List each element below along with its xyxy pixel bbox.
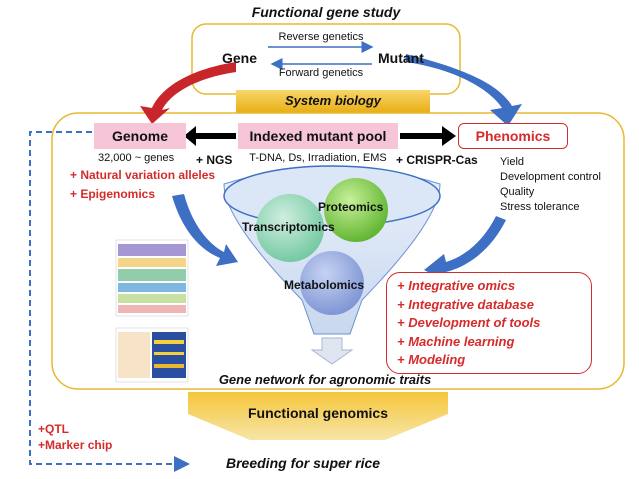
gene-network-label: Gene network for agronomic traits: [218, 372, 432, 387]
mutant-label: Mutant: [378, 50, 424, 66]
phenomics-traits: Yield Development control Quality Stress…: [500, 155, 601, 215]
machine-learning: + Machine learning: [397, 333, 515, 349]
genome-label: Genome: [111, 128, 168, 144]
integrative-database: + Integrative database: [397, 296, 534, 312]
marker-chip-label: +Marker chip: [38, 438, 113, 452]
qtl-label: +QTL: [38, 422, 70, 436]
trait-stress-tolerance: Stress tolerance: [500, 201, 580, 213]
breeding-label: Breeding for super rice: [226, 455, 381, 471]
phenomics-box: Phenomics: [458, 123, 568, 149]
reverse-genetics-label: Reverse genetics: [278, 31, 364, 43]
genome-size: 32,000 ~ genes: [98, 152, 175, 164]
gene-label: Gene: [222, 50, 258, 66]
modeling: + Modeling: [397, 352, 466, 367]
functional-genomics-band: [188, 392, 448, 440]
trait-yield: Yield: [500, 156, 525, 168]
blue-arrow-right: [424, 216, 506, 280]
metabolomics-label: Metabolomics: [284, 278, 365, 292]
black-arrow-right: [400, 126, 456, 146]
functional-genomics-label: Functional genomics: [247, 405, 388, 421]
down-arrow: [310, 337, 354, 365]
metabolomics-ball: [300, 251, 364, 315]
blue-curved-arrow-top: [406, 54, 522, 126]
trait-quality: Quality: [500, 186, 535, 198]
system-biology-band: [236, 90, 430, 113]
mutant-pool-box: Indexed mutant pool: [238, 123, 398, 149]
ngs-label: + NGS: [196, 153, 233, 167]
integrative-box: + Integrative omics + Integrative databa…: [386, 272, 592, 374]
system-biology-label: System biology: [284, 93, 382, 108]
trait-development-control: Development control: [500, 171, 601, 183]
mutant-pool-methods: T-DNA, Ds, Irradiation, EMS: [249, 152, 387, 164]
transcriptomics-label: Transcriptomics: [242, 220, 335, 234]
development-of-tools: + Development of tools: [397, 315, 541, 330]
mutant-pool-label: Indexed mutant pool: [249, 128, 387, 144]
proteomics-ball: [324, 178, 388, 242]
dashed-breeding-arrow: [29, 131, 190, 472]
genome-box: Genome: [94, 123, 186, 149]
genome-item-epigenomics: + Epigenomics: [70, 187, 156, 201]
omics-data-thumbnail: [115, 239, 189, 383]
integrative-omics: + Integrative omics: [397, 278, 516, 293]
forward-genetics-label: Forward genetics: [278, 67, 364, 79]
phenomics-label: Phenomics: [475, 128, 551, 144]
transcriptomics-ball: [256, 194, 324, 262]
outer-box: [51, 112, 625, 390]
black-arrow-left: [184, 126, 236, 146]
genome-item-natural-variation: + Natural variation alleles: [70, 168, 216, 182]
crispr-label: + CRISPR-Cas: [396, 153, 478, 167]
proteomics-label: Proteomics: [318, 200, 384, 214]
red-curved-arrow: [140, 62, 236, 124]
blue-arrow-left: [172, 194, 238, 266]
page-title: Functional gene study: [251, 4, 401, 20]
